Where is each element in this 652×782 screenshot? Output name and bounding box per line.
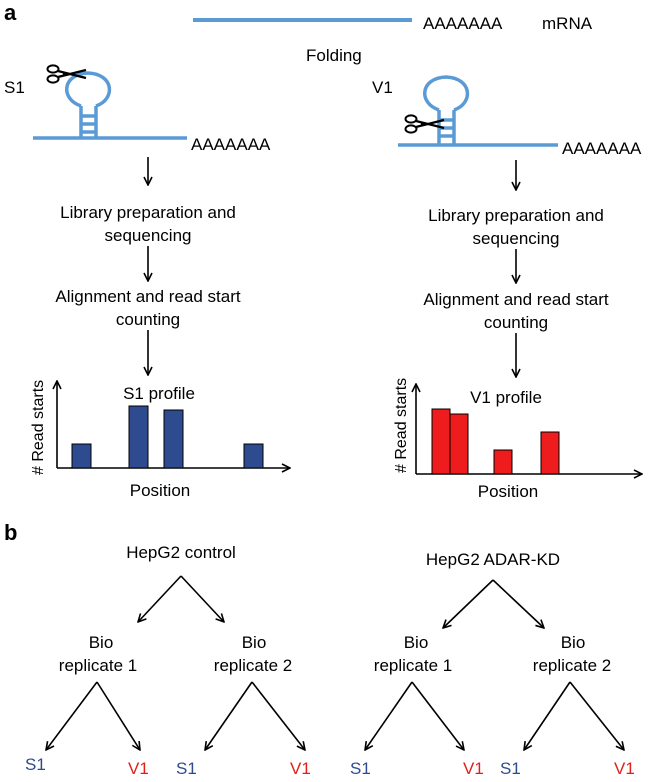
control-edge-rep2 bbox=[180, 575, 224, 622]
s1-folded-rna bbox=[33, 71, 187, 140]
v1-step1-line2: sequencing bbox=[473, 229, 560, 248]
s1-polya-tail: AAAAAAA bbox=[191, 135, 271, 154]
s1-y-label: # Read starts bbox=[30, 380, 47, 475]
panel-a-label: a bbox=[4, 0, 17, 25]
s1-bar-3 bbox=[163, 409, 184, 469]
adar-kd-rep1-edge-v1 bbox=[411, 681, 464, 750]
control-rep2-v1: V1 bbox=[290, 759, 311, 777]
s1-enzyme-label: S1 bbox=[4, 78, 25, 97]
v1-polya-tail: AAAAAAA bbox=[562, 139, 642, 158]
adar-kd-edge-rep1 bbox=[443, 579, 494, 628]
control-rep2-s1: S1 bbox=[176, 759, 197, 777]
control-rep1-v1: V1 bbox=[128, 759, 149, 777]
v1-bar-3 bbox=[493, 449, 513, 475]
folding-label: Folding bbox=[306, 46, 362, 65]
adar-kd-tree: HepG2 ADAR-KD Bio replicate 1 Bio replic… bbox=[350, 550, 635, 778]
control-edge-rep1 bbox=[138, 575, 182, 622]
v1-bar-4 bbox=[540, 431, 560, 475]
control-rep1-s1: S1 bbox=[25, 755, 46, 774]
adar-kd-rep1-line1: Bio bbox=[404, 633, 429, 652]
adar-kd-rep1-v1: V1 bbox=[463, 759, 484, 777]
control-root-label: HepG2 control bbox=[126, 543, 236, 562]
control-rep2-edge-v1 bbox=[251, 681, 305, 750]
adar-kd-rep2-line2: replicate 2 bbox=[533, 656, 611, 675]
v1-y-label: # Read starts bbox=[393, 378, 410, 473]
s1-bar-1 bbox=[71, 443, 92, 469]
adar-kd-rep1-edge-s1 bbox=[365, 681, 413, 750]
v1-bar-1 bbox=[431, 408, 451, 475]
control-rep1-edge-s1 bbox=[46, 681, 98, 750]
v1-enzyme-label: V1 bbox=[372, 78, 393, 97]
adar-kd-rep2-s1: S1 bbox=[500, 759, 521, 777]
s1-profile-chart: # Read starts Position bbox=[30, 380, 290, 500]
panel-b-label: b bbox=[4, 520, 17, 545]
v1-bar-2 bbox=[449, 413, 469, 475]
control-rep2-line2: replicate 2 bbox=[214, 656, 292, 675]
control-rep2-edge-s1 bbox=[205, 681, 253, 750]
mrna-label: mRNA bbox=[542, 14, 593, 33]
s1-bar-4 bbox=[243, 443, 264, 469]
v1-step2-line2: counting bbox=[484, 313, 548, 332]
adar-kd-rep1-s1: S1 bbox=[350, 759, 371, 777]
control-rep1-edge-v1 bbox=[96, 681, 140, 750]
s1-step2-line2: counting bbox=[116, 310, 180, 329]
v1-step1-line1: Library preparation and bbox=[428, 206, 604, 225]
control-rep1-line1: Bio bbox=[89, 633, 114, 652]
mrna-polya-tail: AAAAAAA bbox=[423, 14, 503, 33]
control-rep1-line2: replicate 1 bbox=[59, 656, 137, 675]
adar-kd-edge-rep2 bbox=[492, 579, 544, 628]
s1-step1-line2: sequencing bbox=[105, 226, 192, 245]
v1-x-label: Position bbox=[478, 482, 538, 501]
s1-profile-title: S1 profile bbox=[123, 384, 195, 403]
s1-step2-line1: Alignment and read start bbox=[55, 287, 240, 306]
s1-bar-2 bbox=[128, 405, 149, 469]
v1-profile-chart: # Read starts Position bbox=[393, 378, 642, 501]
v1-step2-line1: Alignment and read start bbox=[423, 290, 608, 309]
s1-step1-line1: Library preparation and bbox=[60, 203, 236, 222]
v1-folded-rna bbox=[398, 75, 558, 147]
adar-kd-root-label: HepG2 ADAR-KD bbox=[426, 550, 560, 569]
v1-profile-title: V1 profile bbox=[470, 388, 542, 407]
adar-kd-rep2-edge-v1 bbox=[569, 681, 624, 750]
adar-kd-rep1-line2: replicate 1 bbox=[374, 656, 452, 675]
control-rep2-line1: Bio bbox=[242, 633, 267, 652]
adar-kd-rep2-edge-s1 bbox=[524, 681, 571, 750]
adar-kd-rep2-v1: V1 bbox=[614, 759, 635, 777]
control-tree: HepG2 control Bio replicate 1 Bio replic… bbox=[25, 543, 311, 778]
adar-kd-rep2-line1: Bio bbox=[561, 633, 586, 652]
s1-x-label: Position bbox=[130, 481, 190, 500]
